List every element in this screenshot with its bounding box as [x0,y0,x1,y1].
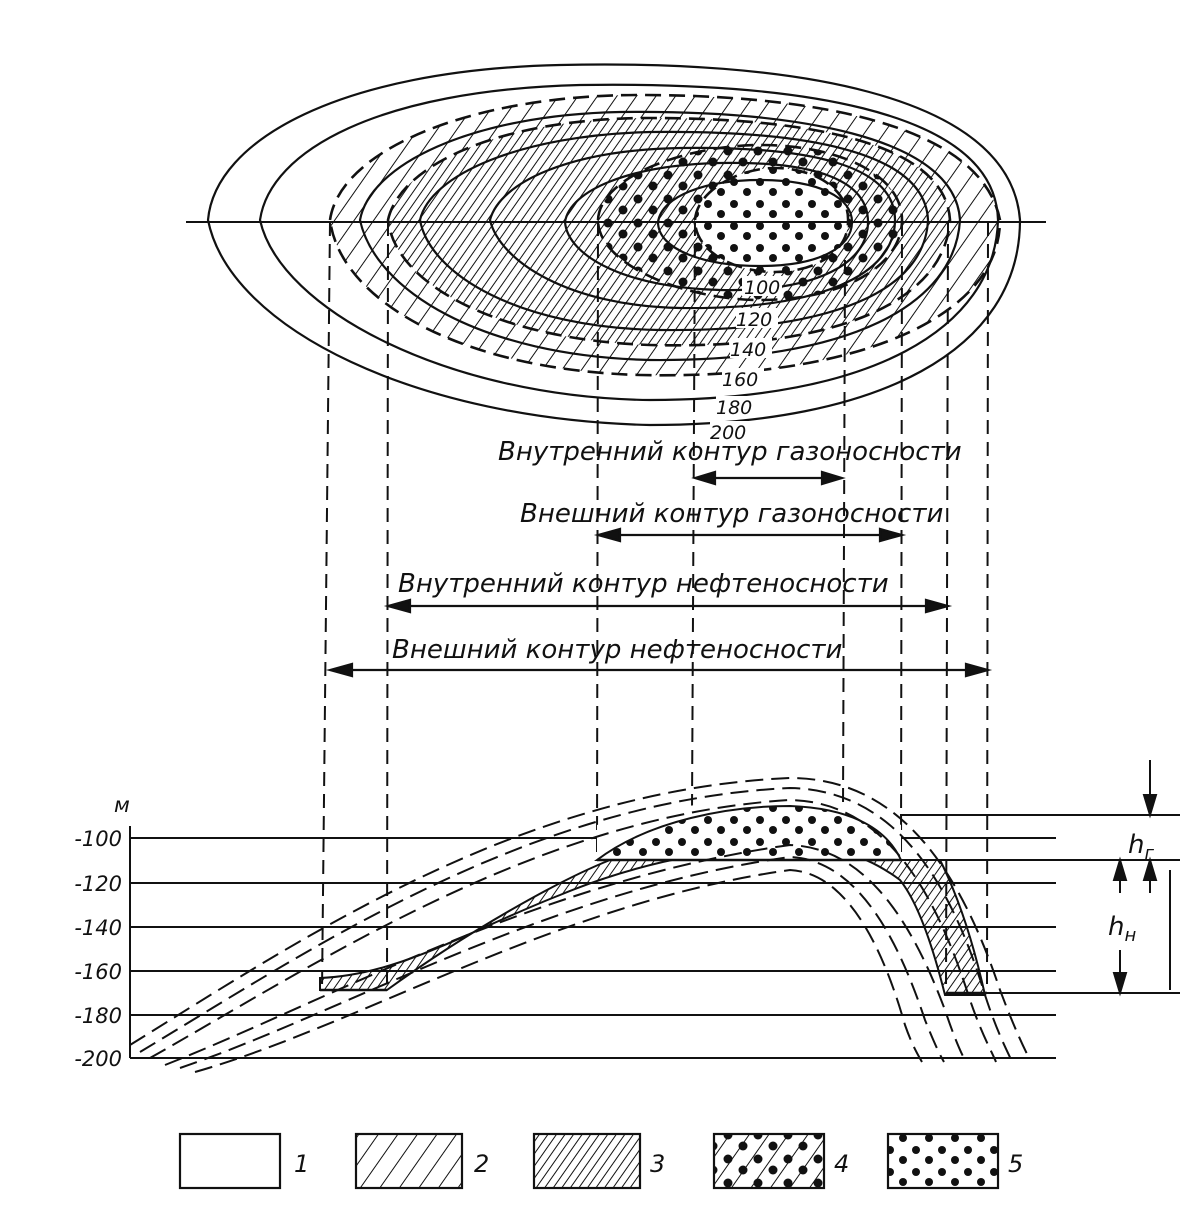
depth-unit: м [114,793,130,817]
arrowhead [924,598,953,614]
legend-swatch-5 [886,1132,1000,1190]
depth-tick-160: -160 [74,960,122,984]
proj-outer-gas-left [596,221,599,861]
bed-bottom-1 [164,843,967,1066]
contour-120 [488,146,897,310]
bed-top-2 [139,786,1013,1063]
depth-tick-180: -180 [74,1004,122,1028]
arrowhead [1142,856,1158,881]
legend-label-4: 4 [834,1150,849,1178]
arrowhead [1112,856,1128,881]
arrowhead [964,662,993,678]
proj-inner-gas-left [691,221,696,811]
label-inner-oil: Внутренний контур нефтеносности [398,569,889,599]
contour-200 [206,63,1022,427]
contour-label-120: 120 [736,309,772,331]
contour-label-200: 200 [710,422,746,444]
depth-tick-100: -100 [74,827,122,851]
arrowhead [383,598,412,614]
contour-180 [258,83,1000,402]
legend-swatch-4 [712,1132,826,1190]
legend-label-3: 3 [650,1150,665,1178]
proj-outer-oil-left [321,221,331,991]
label-outer-oil: Внешний контур нефтеносности [392,635,842,665]
arrowhead [878,527,907,543]
label-inner-gas: Внутренний контур газоносности [498,437,962,467]
bed-top-1 [129,776,1031,1061]
depth-labels: м -100 -120 -140 -160 -180 -200 [74,793,130,1071]
depth-tick-140: -140 [74,916,122,940]
arrowhead [691,470,717,486]
contour-label-100: 100 [744,277,780,299]
thickness-gas-label: hг [1128,830,1154,864]
thickness-oil-label: hн [1108,912,1136,946]
proj-outer-oil-right [986,221,989,991]
section-oil-layer [319,843,987,996]
arrowhead [1112,972,1128,997]
proj-outer-gas-right [900,221,903,861]
contour-labels: 100 120 140 160 180 200 [710,276,782,444]
contour-label-160: 160 [722,369,758,391]
contour-160 [358,110,962,362]
legend-swatch-2 [354,1132,464,1190]
depth-tick-120: -120 [74,872,122,896]
legend-swatch-3 [532,1132,642,1190]
plan-view: 100 120 140 160 180 200 [186,63,1046,444]
legend: 1 2 3 4 5 [178,1132,1023,1190]
legend-swatch-1 [178,1132,282,1190]
arrowhead [820,470,846,486]
extent-arrows [325,470,993,678]
section-gas-cap [594,804,903,861]
depth-tick-200: -200 [74,1047,122,1071]
label-outer-gas: Внешний контур газоносности [520,499,943,529]
bed-boundaries [129,776,1031,1073]
bed-bottom-2 [179,855,945,1069]
contour-label-140: 140 [730,339,766,361]
arrowhead [593,527,622,543]
legend-label-1: 1 [294,1150,309,1178]
outer-oil-contour [328,93,1002,377]
legend-label-5: 5 [1008,1150,1023,1178]
inner-oil-contour [386,116,952,347]
thickness-dimensions [900,760,1180,997]
legend-label-2: 2 [474,1150,489,1178]
arrowhead [1142,794,1158,819]
plan-zone-5-dots [695,168,849,272]
outer-gas-contour [596,143,904,302]
bed-bottom-3 [194,868,923,1073]
bed-top-3 [149,798,997,1063]
extent-labels: Внутренний контур газоносности Внешний к… [392,437,962,665]
contour-140 [418,130,930,332]
contour-label-180: 180 [716,397,752,419]
arrowhead [325,662,354,678]
cross-section: м -100 -120 -140 -160 -180 -200 hг hн [74,760,1180,1073]
